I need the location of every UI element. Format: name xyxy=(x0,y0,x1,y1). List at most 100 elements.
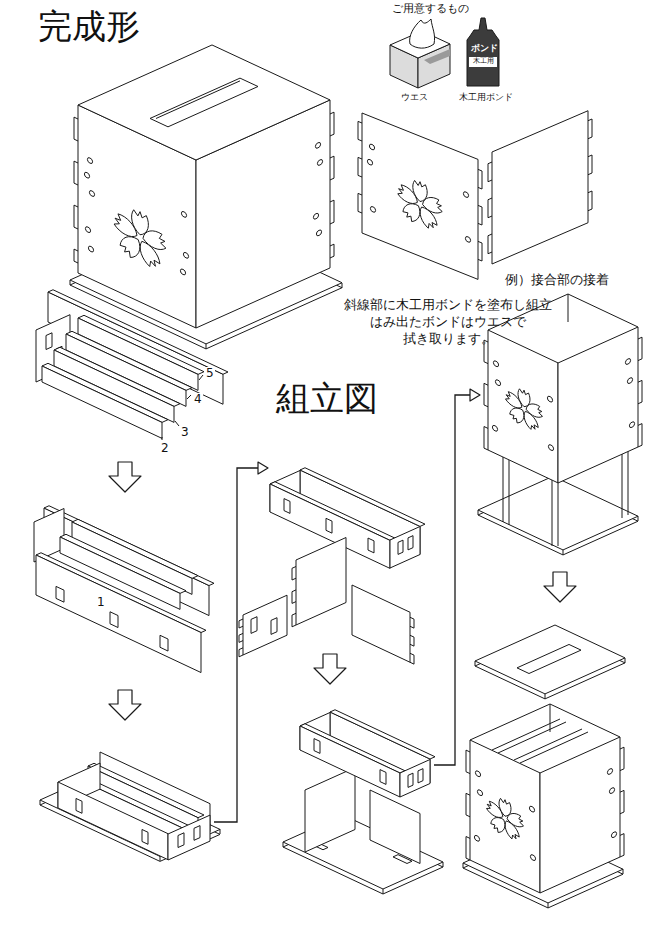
illustration-part xyxy=(609,787,614,795)
illustration-part xyxy=(362,113,478,279)
illustration-part xyxy=(370,206,375,213)
illustration-part xyxy=(474,834,479,842)
illustration-part xyxy=(470,740,540,893)
illustration-part xyxy=(194,826,200,841)
illustration-part xyxy=(488,109,592,266)
illustration-part xyxy=(368,538,374,553)
step-4-side-panels xyxy=(270,468,425,664)
illustration-part xyxy=(74,117,78,263)
illustration-part xyxy=(56,586,64,602)
step-7-lid xyxy=(463,625,625,908)
illustration-part xyxy=(358,121,362,213)
illustration-part xyxy=(183,252,188,260)
illustration-part xyxy=(42,363,168,422)
illustration-part xyxy=(568,294,569,322)
illustration-part xyxy=(466,738,540,893)
step-5-on-base xyxy=(283,710,443,894)
illustration-part xyxy=(484,328,558,483)
illustration-part xyxy=(243,595,287,655)
illustration-part xyxy=(88,245,93,253)
illustration-part xyxy=(58,782,168,860)
illustration-part xyxy=(530,854,535,862)
illustration-part xyxy=(467,18,499,86)
callout-number: 1 xyxy=(96,596,106,608)
cloth-icon xyxy=(390,19,450,88)
illustration-part xyxy=(390,527,420,569)
illustration-part xyxy=(239,619,243,657)
illustration-part xyxy=(638,337,642,447)
illustration-part xyxy=(629,421,634,429)
callout-number: 2 xyxy=(160,442,170,454)
illustration-part xyxy=(495,379,500,387)
illustration-part xyxy=(316,229,321,237)
illustration-part xyxy=(470,389,480,401)
illustration-part xyxy=(558,325,642,483)
step-arrow xyxy=(109,690,141,720)
illustration-part xyxy=(408,536,413,550)
item-name: 木工用ボンド xyxy=(459,92,513,103)
illustration-part xyxy=(42,366,162,438)
illustration-part xyxy=(369,143,374,150)
illustration-part xyxy=(540,737,620,893)
illustration-part xyxy=(620,747,624,857)
illustration-part xyxy=(85,226,90,234)
illustration-part xyxy=(58,782,168,860)
illustration-part xyxy=(42,363,168,422)
illustration-part xyxy=(463,191,468,198)
illustration-part xyxy=(314,739,320,754)
illustration-part xyxy=(284,499,290,514)
callout-number: 3 xyxy=(180,426,190,438)
illustration-part xyxy=(300,726,400,797)
illustration-part xyxy=(160,635,168,651)
flow-arrow xyxy=(434,389,480,765)
illustration-part xyxy=(214,468,258,822)
example-caption: 例）接合部の接着 xyxy=(505,272,609,288)
step-6-walls xyxy=(478,294,642,555)
illustration-part xyxy=(258,462,268,474)
step-2-frame xyxy=(34,506,287,673)
illustration-part xyxy=(492,111,588,264)
illustration-part xyxy=(548,444,553,452)
step-arrow xyxy=(314,654,346,684)
illustration-part xyxy=(76,798,82,813)
illustration-part xyxy=(300,726,400,797)
illustration-part xyxy=(380,770,386,785)
illustration-part xyxy=(112,199,167,277)
illustration-part xyxy=(181,211,186,219)
illustration-part xyxy=(611,831,616,839)
illustration-part xyxy=(475,625,625,694)
joint-example xyxy=(358,109,592,281)
page-title: 完成形 xyxy=(38,6,140,47)
illustration-part xyxy=(78,45,330,160)
illustration-part xyxy=(607,768,612,776)
illustration-part xyxy=(352,585,414,664)
illustration-part xyxy=(84,171,89,179)
instruction-note: 斜線部に木工用ボンドを塗布し組立 はみ出たボンドはウエスで 拭き取ります。 xyxy=(337,296,559,347)
illustration-part xyxy=(410,617,414,664)
illustration-part xyxy=(400,760,430,798)
illustration-part xyxy=(305,768,355,853)
glue-bottle-icon xyxy=(467,18,499,86)
illustration-part xyxy=(492,424,497,432)
illustration-part xyxy=(270,482,395,541)
illustration-part xyxy=(488,162,492,254)
illustration-part xyxy=(465,236,470,243)
illustration-part xyxy=(558,327,638,483)
illustration-part xyxy=(410,19,435,48)
illustration-part xyxy=(292,567,296,627)
illustration-part xyxy=(540,735,624,893)
illustration-part xyxy=(492,719,588,763)
illustration-part xyxy=(315,142,320,150)
illustration-part xyxy=(398,540,403,554)
illustration-part xyxy=(484,340,488,450)
illustration-part xyxy=(180,268,185,276)
illustration-part xyxy=(270,482,395,541)
illustration-part xyxy=(493,360,498,368)
bottle-brand: ボンド xyxy=(468,43,500,54)
illustration-part xyxy=(550,704,551,732)
illustration-part xyxy=(168,815,210,860)
step-arrow xyxy=(544,572,576,602)
illustration-part xyxy=(42,366,162,438)
illustration-part xyxy=(396,172,443,236)
